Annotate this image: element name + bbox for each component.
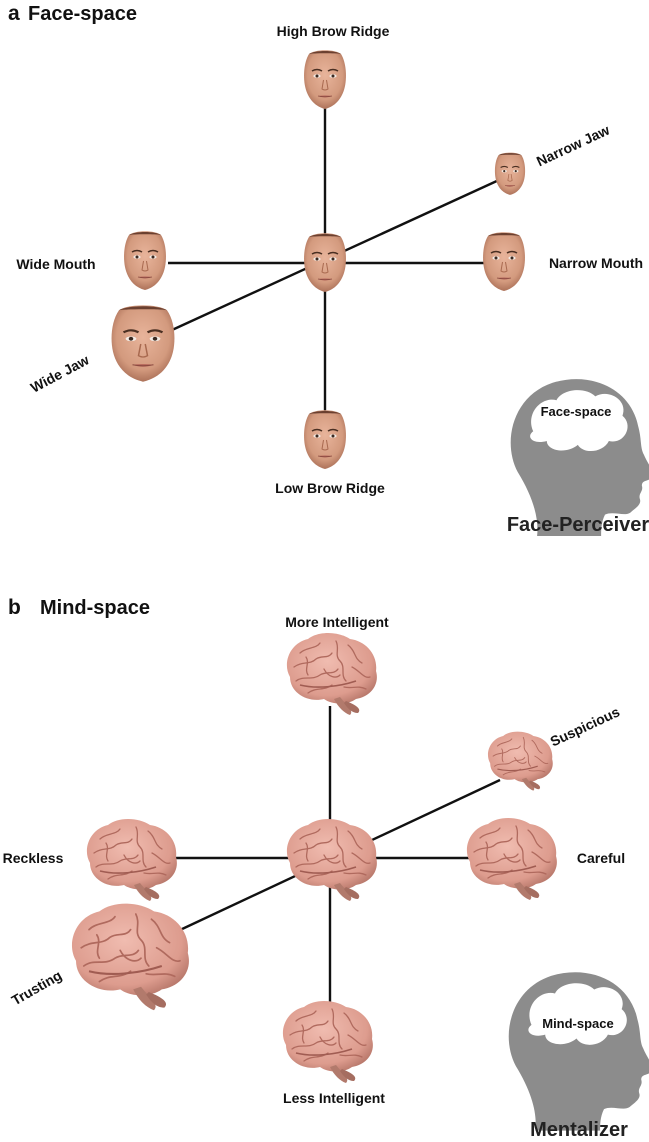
face-center xyxy=(303,232,347,293)
brain-careful xyxy=(466,817,558,901)
brain-reckless xyxy=(86,818,178,902)
brain-trusting xyxy=(70,902,190,1012)
label-reckless: Reckless xyxy=(3,850,64,866)
face-perceiver-head xyxy=(510,379,649,537)
label-wide-mouth: Wide Mouth xyxy=(16,256,95,272)
label-careful: Careful xyxy=(577,850,625,866)
panel-b: b Mind-space More Intelligent Less Intel… xyxy=(3,596,649,1141)
brain-center xyxy=(286,818,378,902)
face-narrow-jaw xyxy=(494,152,526,196)
face-high-brow-ridge xyxy=(303,49,347,110)
brain-less-intelligent xyxy=(282,1000,374,1084)
panel-a-letter: a xyxy=(8,2,20,25)
face-wide-jaw xyxy=(110,304,176,383)
label-high-brow-ridge: High Brow Ridge xyxy=(277,23,390,39)
face-space-head-label: Face-space xyxy=(541,404,612,419)
mentalizer-caption: Mentalizer xyxy=(530,1119,628,1141)
label-wide-jaw: Wide Jaw xyxy=(28,352,92,396)
panel-b-title: Mind-space xyxy=(40,597,150,619)
mentalizer-head xyxy=(508,972,649,1131)
label-suspicious: Suspicious xyxy=(548,703,623,749)
face-perceiver-caption: Face-Perceiver xyxy=(507,514,649,536)
label-narrow-jaw: Narrow Jaw xyxy=(534,122,612,170)
brain-more-intelligent xyxy=(286,632,378,716)
panel-a-title: Face-space xyxy=(28,3,137,25)
label-less-intelligent: Less Intelligent xyxy=(283,1090,385,1106)
mind-space-head-label: Mind-space xyxy=(542,1016,614,1031)
label-low-brow-ridge: Low Brow Ridge xyxy=(275,480,385,496)
label-more-intelligent: More Intelligent xyxy=(285,614,389,630)
face-low-brow-ridge xyxy=(303,409,347,470)
face-wide-mouth xyxy=(123,230,167,291)
panel-b-letter: b xyxy=(8,596,21,619)
label-narrow-mouth: Narrow Mouth xyxy=(549,255,643,271)
label-trusting: Trusting xyxy=(9,967,65,1008)
panel-a: a Face-space High Brow Ridge Low Brow Ri… xyxy=(8,2,649,537)
face-narrow-mouth xyxy=(482,231,526,292)
